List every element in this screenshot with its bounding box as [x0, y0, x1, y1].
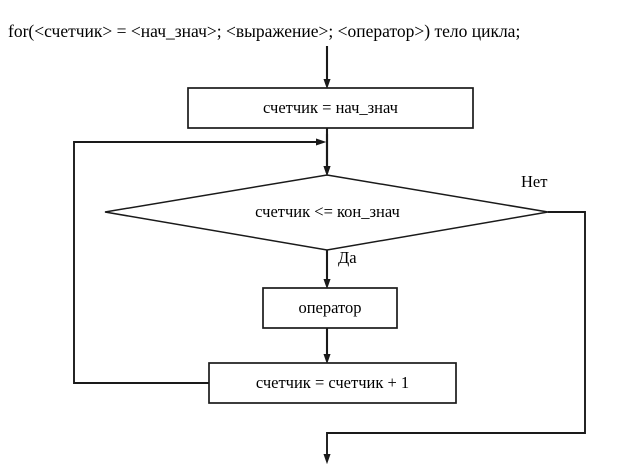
edge-loop-back — [73, 142, 321, 384]
box-increment — [208, 362, 457, 404]
edge-label-no: Нет — [521, 172, 548, 191]
for-loop-syntax-line: for(<счетчик> = <нач_знач>; <выражение>;… — [8, 21, 521, 41]
diamond-condition — [104, 174, 549, 251]
box-statement — [262, 287, 398, 329]
box-init — [187, 87, 474, 129]
edge-condition-no-exit — [327, 211, 586, 459]
edge-label-yes: Да — [338, 248, 357, 267]
